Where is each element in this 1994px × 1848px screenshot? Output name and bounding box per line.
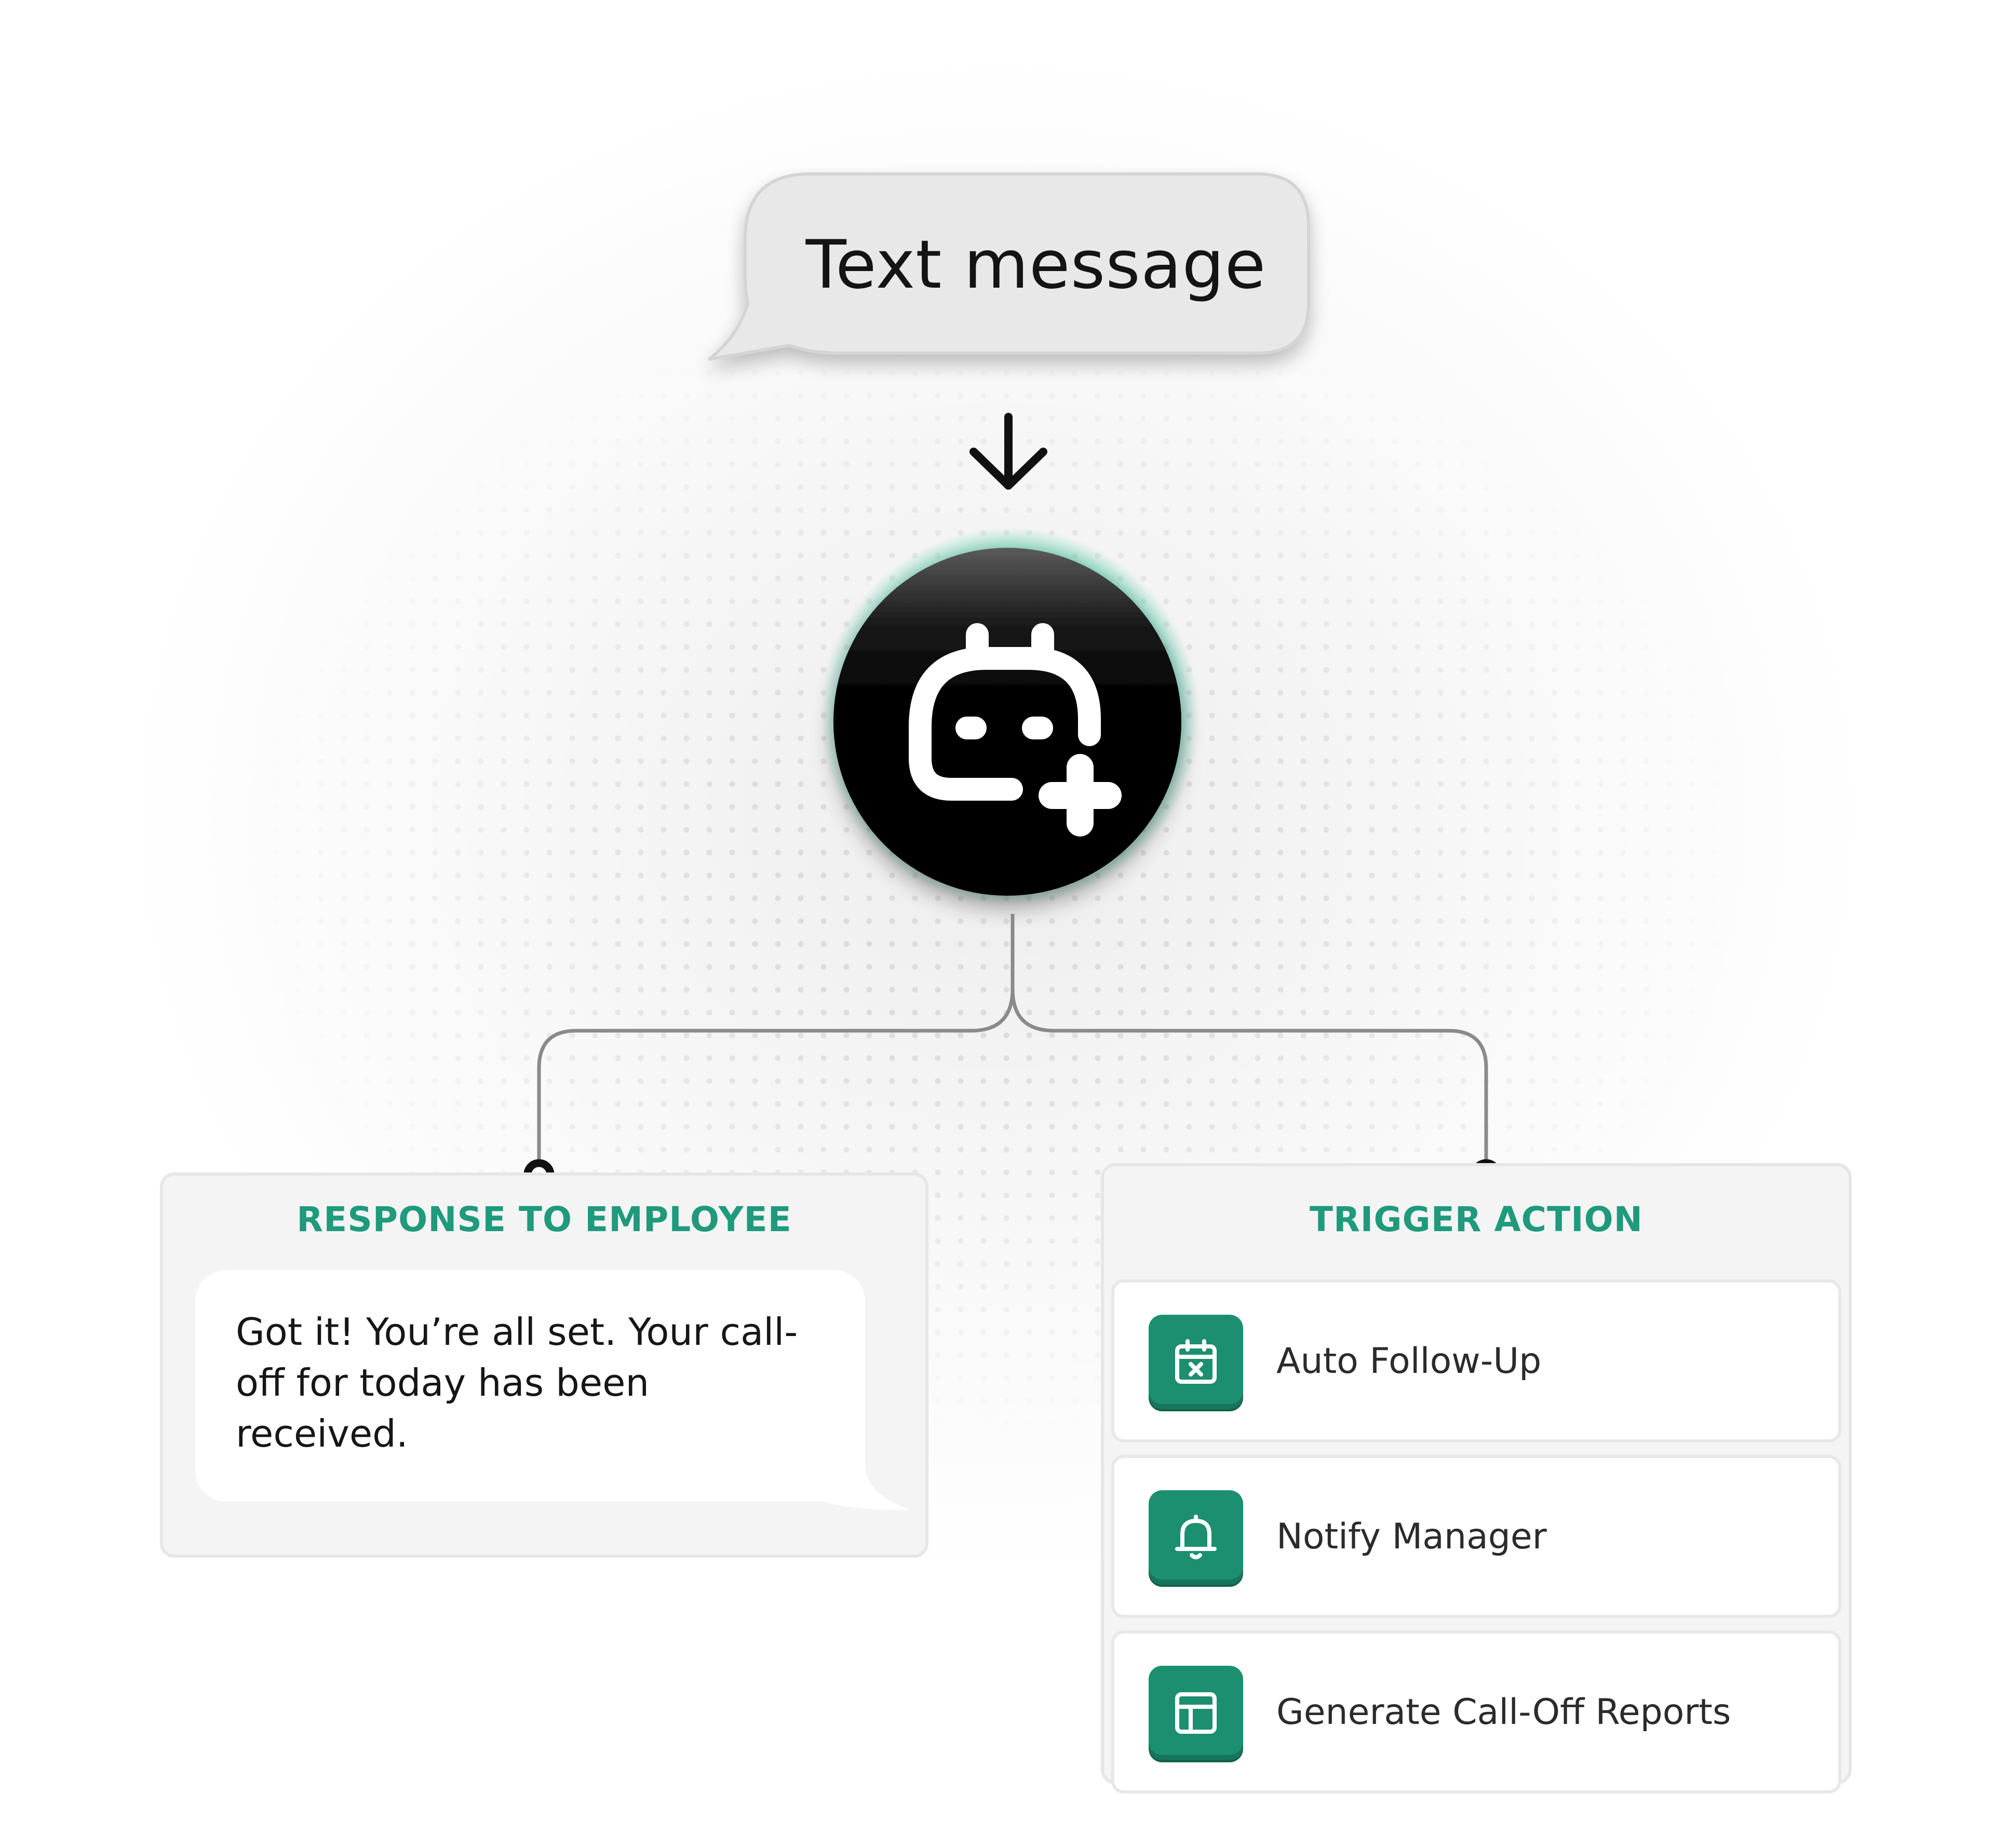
bell-icon: [1149, 1490, 1243, 1585]
response-message-text: Got it! You’re all set. Your call-off fo…: [236, 1310, 798, 1455]
trigger-action-title: TRIGGER ACTION: [1309, 1199, 1643, 1239]
action-item-auto-follow-up[interactable]: Auto Follow-Up: [1111, 1279, 1841, 1442]
response-panel-title: RESPONSE TO EMPLOYEE: [297, 1199, 792, 1239]
action-item-notify-manager[interactable]: Notify Manager: [1111, 1455, 1841, 1618]
branch-connector: [537, 914, 1488, 1171]
response-message-bubble: Got it! You’re all set. Your call-off fo…: [195, 1270, 865, 1502]
text-message-bubble: [708, 172, 1310, 361]
trigger-action-panel: TRIGGER ACTION Auto Follow-Up: [1101, 1163, 1852, 1793]
calendar-x-icon: [1149, 1315, 1243, 1409]
report-layout-icon: [1149, 1666, 1243, 1760]
arrow-down-icon: [969, 413, 1047, 490]
response-panel: RESPONSE TO EMPLOYEE Got it! You’re all …: [160, 1172, 928, 1558]
central-ai-node: [820, 527, 1200, 906]
action-label: Auto Follow-Up: [1276, 1340, 1542, 1382]
action-item-generate-reports[interactable]: Generate Call-Off Reports: [1111, 1630, 1841, 1793]
text-message-label: Text message: [805, 226, 1267, 304]
message-tail: [828, 1466, 911, 1510]
ai-bot-plus-icon: [909, 623, 1101, 801]
action-label: Generate Call-Off Reports: [1276, 1691, 1731, 1733]
action-label: Notify Manager: [1276, 1516, 1547, 1557]
